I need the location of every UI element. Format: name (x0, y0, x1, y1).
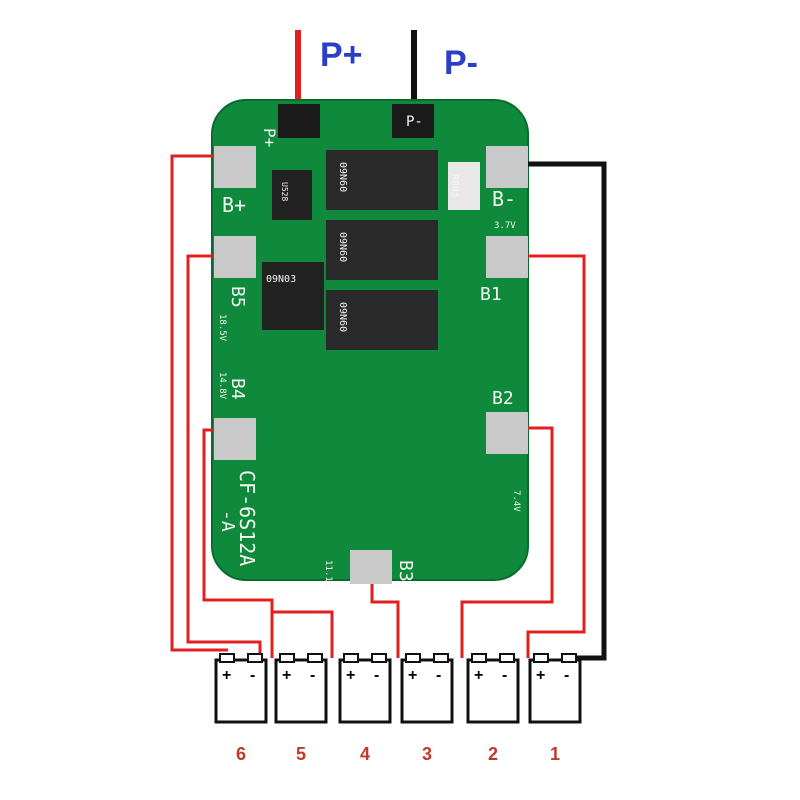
header-p-plus-silk: P+ (260, 128, 279, 147)
cell-number-3: 3 (421, 744, 432, 764)
p-minus-label: P- (444, 44, 478, 82)
mosfet2-label: 09N60 (337, 232, 348, 262)
p-plus-label: P+ (320, 36, 363, 74)
cell-minus-sign: - (564, 667, 569, 684)
wire-b4-b (272, 610, 334, 658)
cell-number-1: 1 (549, 744, 560, 764)
wire-b3 (370, 584, 400, 658)
wire-b2 (460, 426, 554, 658)
wire-b-minus (528, 161, 607, 661)
p-minus-header (392, 104, 434, 138)
cell-number-6: 6 (235, 744, 246, 764)
b1-label: B1 (480, 284, 502, 305)
pad-b2 (486, 412, 528, 454)
cell-minus-sign: - (310, 667, 315, 684)
cell-plus-sign: + (474, 667, 483, 684)
mosfet-2 (326, 220, 438, 280)
silk-18v5: 18.5V (217, 314, 227, 342)
pad-b3 (350, 550, 392, 584)
ic2-chip (262, 262, 324, 330)
ic2-label: 09N03 (266, 274, 296, 285)
battery-cells: +-+-+-+-+-+- (214, 653, 582, 724)
pad-b5 (214, 236, 256, 278)
b3-label: B3 (395, 560, 416, 582)
ic-chip (272, 170, 312, 220)
wire-b-plus (170, 154, 228, 652)
b2-label: B2 (492, 388, 514, 409)
silk-11v1: 11.1V (323, 560, 333, 588)
silk-3v7: 3.7V (494, 221, 516, 231)
wire-b5 (186, 254, 262, 658)
battery-cell-4: +- (338, 653, 392, 724)
model-suffix: -A (217, 510, 238, 532)
b-minus-label: B- (492, 187, 516, 211)
cell-minus-sign: - (436, 667, 441, 684)
battery-cell-2: +- (466, 653, 520, 724)
pad-b-plus (214, 146, 256, 188)
cell-number-5: 5 (295, 744, 306, 764)
cell-plus-sign: + (346, 667, 355, 684)
cell-minus-sign: - (374, 667, 379, 684)
mosfet-1 (326, 150, 438, 210)
mosfet-3 (326, 290, 438, 350)
pad-b4 (214, 418, 256, 460)
b-plus-label: B+ (222, 193, 246, 217)
pad-b-minus (486, 146, 528, 188)
battery-cell-1: +- (528, 653, 582, 724)
cell-plus-sign: + (536, 667, 545, 684)
battery-cell-5: +- (274, 653, 328, 724)
cell-plus-sign: + (282, 667, 291, 684)
cell-plus-sign: + (408, 667, 417, 684)
silk-7v4: 7.4V (511, 490, 521, 512)
cell-minus-sign: - (250, 667, 255, 684)
battery-cell-3: +- (400, 653, 454, 724)
mosfet3-label: 09N60 (337, 302, 348, 332)
cell-minus-sign: - (502, 667, 507, 684)
pcb-board: P+ B+ B- B5 18.5V B4 14.8V B1 B2 B3 CF-6… (211, 99, 529, 588)
battery-cell-6: +- (214, 653, 268, 724)
p-plus-header (278, 104, 320, 138)
silk-14v8: 14.8V (217, 372, 227, 400)
header-p-minus-silk: P- (406, 114, 423, 130)
cell-plus-sign: + (222, 667, 231, 684)
cell-number-4: 4 (359, 744, 370, 764)
mosfet1-label: 09N60 (337, 162, 348, 192)
b5-label: B5 (227, 286, 248, 308)
cell-number-2: 2 (487, 744, 498, 764)
wire-b4-a (202, 428, 274, 658)
wire-b1 (526, 254, 586, 658)
model-label: CF-6S12A (235, 470, 259, 566)
resistor-label: R005 (449, 174, 460, 198)
ic-label: U528 (280, 182, 289, 201)
shunt-resistor (448, 162, 480, 210)
b4-label: B4 (227, 378, 248, 400)
pad-b1 (486, 236, 528, 278)
